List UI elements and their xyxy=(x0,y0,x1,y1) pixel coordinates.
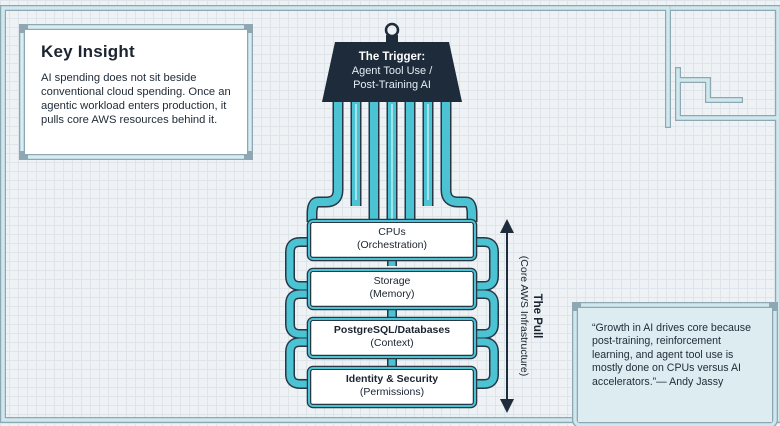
quote-frame xyxy=(572,302,778,426)
stage-name: Identity & Security xyxy=(345,373,439,385)
stage-identity-security: Identity & Security (Permissions) xyxy=(312,370,472,402)
pull-subtitle: (Core AWS Infrastructure) xyxy=(518,255,530,377)
quote-panel: “Growth in AI drives core because post-t… xyxy=(578,308,772,422)
trigger-hanger xyxy=(384,22,400,44)
stage-detail: (Orchestration) xyxy=(356,239,428,251)
quote-text: “Growth in AI drives core because post-t… xyxy=(592,322,751,388)
stage-detail: (Memory) xyxy=(369,288,415,300)
key-insight-body: AI spending does not sit beside conventi… xyxy=(41,72,231,126)
key-insight-title: Key Insight xyxy=(41,42,135,61)
pull-label: The Pull (Core AWS Infrastructure) xyxy=(514,226,546,406)
insight-frame xyxy=(19,24,253,160)
trigger-block xyxy=(322,42,462,102)
stage-detail: (Context) xyxy=(370,337,414,349)
trigger-line-2: Post-Training AI xyxy=(353,79,431,91)
key-insight-panel: Key Insight AI spending does not sit bes… xyxy=(25,30,247,154)
trigger-label: The Trigger: Agent Tool Use / Post-Train… xyxy=(322,44,462,102)
feed-pipes xyxy=(306,102,478,222)
stage-cpus: CPUs (Orchestration) xyxy=(312,223,472,255)
loop-pipes xyxy=(285,237,499,389)
trigger-title: The Trigger: xyxy=(358,51,426,63)
stage-databases: PostgreSQL/Databases (Context) xyxy=(312,321,472,353)
stage-storage: Storage (Memory) xyxy=(312,272,472,304)
trigger-line-1: Agent Tool Use / xyxy=(351,65,433,77)
stage-name: PostgreSQL/Databases xyxy=(333,324,451,336)
pull-title: The Pull xyxy=(531,293,543,339)
stage-name: Storage xyxy=(373,275,411,287)
stage-detail: (Permissions) xyxy=(359,386,425,398)
stage-name: CPUs xyxy=(378,226,406,238)
frame-pipes xyxy=(0,5,780,423)
